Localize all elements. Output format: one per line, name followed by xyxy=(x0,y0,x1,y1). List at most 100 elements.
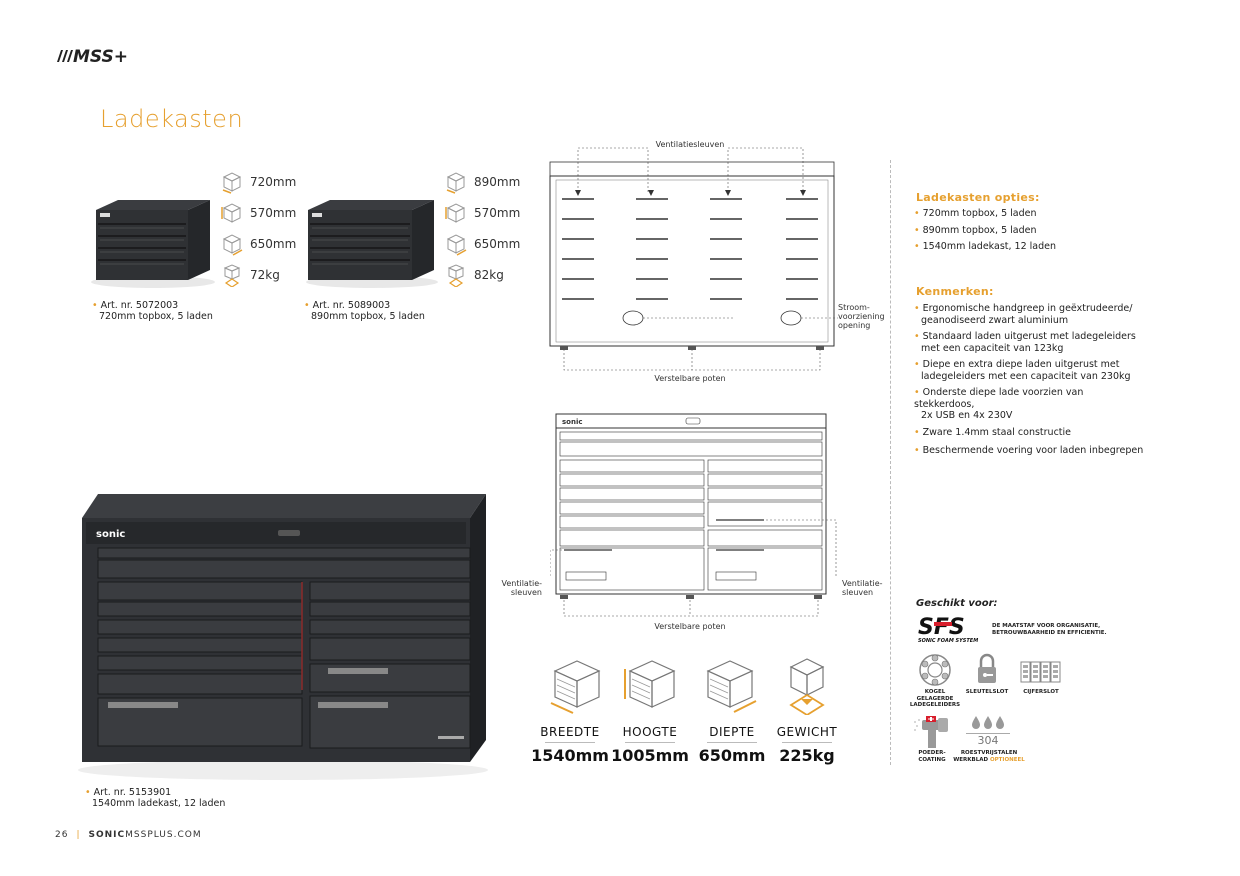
spec-width: 720mm xyxy=(220,166,296,197)
options-list: • 720mm topbox, 5 laden • 890mm topbox, … xyxy=(914,208,1056,258)
list-item-text: 890mm topbox, 5 laden xyxy=(922,224,1037,236)
steel-label: ROESTVRIJSTALEN WERKBLAD OPTIONEEL xyxy=(952,750,1026,763)
cabinet-1540-image: sonic xyxy=(78,494,488,780)
hoogte-icon xyxy=(624,660,676,708)
article-topbox-890: • Art. nr. 5089003 890mm topbox, 5 laden xyxy=(304,300,425,322)
page-number: 26 xyxy=(55,830,69,840)
topbox-890-image xyxy=(306,200,438,288)
power-label: Stroom- voorziening opening xyxy=(838,303,885,330)
vent-label-left: Ventilatie- sleuven xyxy=(500,579,543,597)
sfs-tagline-line: BETROUWBAARHEID EN EFFICIENTIE. xyxy=(992,629,1107,636)
icon-label-line: KOGEL GELAGERDE xyxy=(916,689,954,702)
spec-depth: 650mm xyxy=(220,228,296,259)
dim-breedte: BREEDTE 1540mm xyxy=(531,725,610,765)
mss-plus-logo: MSS+ xyxy=(57,47,128,66)
dim-value: 225kg xyxy=(779,746,835,765)
legs-label-front: Verstelbare poten xyxy=(654,622,726,631)
list-item-text: 2x USB en 4x 230V xyxy=(921,410,1013,421)
features-list: • Ergonomische handgreep in geëxtrudeerd… xyxy=(914,303,1144,462)
list-item-text: Onderste diepe lade voorzien van stekker… xyxy=(914,387,1084,410)
list-item: • Ergonomische handgreep in geëxtrudeerd… xyxy=(914,303,1133,326)
options-heading: Ladekasten opties: xyxy=(916,191,1040,204)
vent-label-line: sleuven xyxy=(842,588,874,597)
coating-label-line: POEDER- xyxy=(918,750,946,756)
vent-label-top: Ventilatiesleuven xyxy=(655,140,725,149)
list-item-text: Zware 1.4mm staal constructie xyxy=(922,426,1072,438)
width-box-icon xyxy=(222,171,242,194)
weight-box-icon xyxy=(447,263,465,287)
logo-text: MSS+ xyxy=(73,47,128,66)
list-item-text: Standaard laden uitgerust met ladegeleid… xyxy=(922,331,1136,342)
cabinet-brand: sonic xyxy=(96,529,125,540)
spec-value: 570mm xyxy=(250,205,297,220)
front-view-diagram: sonic xyxy=(550,413,837,617)
spec-value: 890mm xyxy=(474,174,521,189)
footer-site-rest: MSSPLUS.COM xyxy=(125,830,202,840)
article-desc: 1540mm ladekast, 12 laden xyxy=(92,798,226,809)
spec-value: 570mm xyxy=(474,205,521,220)
spec-value: 650mm xyxy=(250,236,297,251)
height-box-icon xyxy=(445,202,466,223)
list-item-text: ladegeleiders met een capaciteit van 230… xyxy=(921,370,1131,382)
spec-height: 570mm xyxy=(444,197,520,228)
article-topbox-720: • Art. nr. 5072003 720mm topbox, 5 laden xyxy=(92,300,213,322)
padlock-icon xyxy=(978,653,996,683)
ball-bearing-icon xyxy=(919,654,951,686)
breedte-icon xyxy=(550,660,601,714)
sfs-tagline-line: DE MAATSTAF VOOR ORGANISATIE, xyxy=(992,623,1101,629)
list-item-text: Diepe en extra diepe laden uitgerust met xyxy=(922,359,1120,370)
coating-label-line: COATING xyxy=(918,756,946,763)
spec-weight: 82kg xyxy=(444,259,520,290)
power-label-line: voorziening xyxy=(838,312,885,321)
width-box-icon xyxy=(446,171,466,194)
list-item: • Standaard laden uitgerust met ladegele… xyxy=(914,331,1136,354)
sfs-logo-text: SFS xyxy=(918,615,965,640)
dim-label: GEWICHT xyxy=(776,725,838,739)
footer-site-bold: SONIC xyxy=(88,830,126,840)
spec-value: 720mm xyxy=(250,174,297,189)
article-desc: 890mm topbox, 5 laden xyxy=(311,311,425,322)
list-item-text: 720mm topbox, 5 laden xyxy=(922,208,1037,219)
steel-label-line: ROESTVRIJSTALEN xyxy=(960,750,1018,756)
list-item-text: met een capaciteit van 123kg xyxy=(921,342,1064,354)
power-label-line: Stroom- xyxy=(838,303,870,312)
dim-value: 650mm xyxy=(698,746,766,765)
spec-width: 890mm xyxy=(444,166,520,197)
suitable-heading: Geschikt voor: xyxy=(916,598,998,609)
steel-optional: OPTIONEEL xyxy=(989,756,1025,763)
weight-box-icon xyxy=(223,263,241,287)
spec-height: 570mm xyxy=(220,197,296,228)
combination-lock-label: CIJFERSLOT xyxy=(1023,689,1059,695)
icon-label-line: LADEGELEIDERS xyxy=(909,702,961,708)
list-item: • 720mm topbox, 5 laden xyxy=(914,208,1037,219)
sfs-logo: SFS SONIC FOAM SYSTEM xyxy=(918,615,978,644)
depth-box-icon xyxy=(222,233,243,256)
dim-label: DIEPTE xyxy=(709,725,755,739)
list-item-text: geanodiseerd zwart aluminium xyxy=(921,314,1069,326)
coating-label: POEDER- COATING xyxy=(906,750,958,763)
height-box-icon xyxy=(221,202,242,223)
steel-304-badge: 304 xyxy=(966,733,1010,747)
page-title: Ladekasten xyxy=(100,105,244,133)
vent-label-line: Ventilatie- xyxy=(842,579,883,588)
vent-label-line: Ventilatie- xyxy=(501,579,543,588)
list-item-text: 1540mm ladekast, 12 laden xyxy=(922,241,1057,252)
spec-value: 650mm xyxy=(474,236,521,251)
dim-hoogte: HOOGTE 1005mm xyxy=(611,725,690,765)
spec-depth: 650mm xyxy=(444,228,520,259)
legs-label-top: Verstelbare poten xyxy=(654,374,726,383)
list-item: • Diepe en extra diepe laden uitgerust m… xyxy=(914,359,1131,382)
list-item: • Zware 1.4mm staal constructie xyxy=(914,426,1072,438)
dim-value: 1540mm xyxy=(531,746,609,765)
combination-lock-icon xyxy=(1020,661,1061,683)
ball-bearing-label: KOGEL GELAGERDE LADEGELEIDERS xyxy=(906,689,964,709)
topbox-720-image xyxy=(91,200,215,288)
list-item: • Onderste diepe lade voorzien van stekk… xyxy=(914,387,1084,421)
gewicht-icon xyxy=(789,658,825,715)
list-item-text: Ergonomische handgreep in geëxtrudeerde/ xyxy=(922,303,1133,314)
spray-gun-icon xyxy=(914,716,948,748)
features-heading: Kenmerken: xyxy=(916,285,994,298)
page-footer: 26|SONICMSSPLUS.COM xyxy=(55,830,202,840)
steel-label-line: WERKBLAD xyxy=(953,756,989,763)
spec-value: 82kg xyxy=(474,267,504,282)
